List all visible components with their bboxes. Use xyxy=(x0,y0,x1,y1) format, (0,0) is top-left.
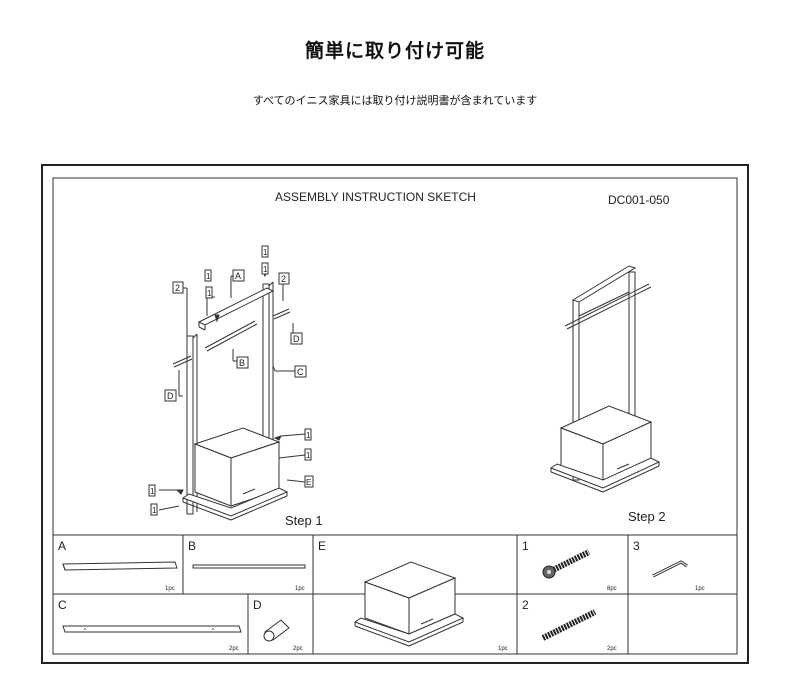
part-c-upright xyxy=(62,625,242,633)
part-e-id: E xyxy=(318,539,326,553)
part-3-cell: 3 1pc xyxy=(633,539,705,592)
inner-frame xyxy=(52,177,738,655)
part-1-id: 1 xyxy=(522,539,529,553)
callout-1-g: 1 xyxy=(150,487,155,496)
sheet-code: DC001-050 xyxy=(608,193,670,207)
part-1-qty: 8pc xyxy=(607,586,617,592)
part-d-cell: D 2pc xyxy=(253,598,303,652)
part-c-id: C xyxy=(58,598,67,612)
callout-c: C xyxy=(297,367,304,377)
callout-d-right: D xyxy=(293,334,300,344)
callout-1-d: 1 xyxy=(263,265,268,274)
page-title: 簡単に取り付け可能 xyxy=(304,40,485,62)
right-upright xyxy=(262,283,270,453)
assembly-drawing: ASSEMBLY INSTRUCTION SKETCH DC001-050 xyxy=(52,177,738,655)
step1-callouts: 2 1 1 A 1 1 2 D B C D 1 1 E xyxy=(148,245,314,516)
part-a-id: A xyxy=(58,539,66,553)
part-b-qty: 1pc xyxy=(295,586,305,592)
part-e-cell: E 1pc xyxy=(318,539,508,652)
part-e-cabinet xyxy=(353,561,465,647)
part-2-id: 2 xyxy=(522,598,529,612)
part-d-cylinder xyxy=(263,619,290,642)
part-a-qty: 1pc xyxy=(165,586,175,592)
step2-assembled-view xyxy=(549,265,661,493)
step1-label: Step 1 xyxy=(285,513,323,528)
callout-1-e: 1 xyxy=(306,431,311,440)
left-upright xyxy=(186,335,194,515)
part-b-cell: B 1pc xyxy=(188,539,306,592)
part-c-qty: 2pc xyxy=(229,646,239,652)
callout-e: E xyxy=(306,478,311,487)
callout-2-right: 2 xyxy=(281,274,286,284)
part-2-cell: 2 2pc xyxy=(522,598,617,652)
callout-1-c: 1 xyxy=(263,248,268,257)
part-e-qty: 1pc xyxy=(498,646,508,652)
callout-1-a: 1 xyxy=(206,272,211,281)
threaded-rod-icon xyxy=(541,609,597,641)
part-a-bar xyxy=(62,561,178,571)
part-3-id: 3 xyxy=(633,539,640,553)
callout-1-b: 1 xyxy=(207,289,212,298)
sheet-title: ASSEMBLY INSTRUCTION SKETCH xyxy=(275,190,476,204)
page-subtitle: すべてのイニス家具には取り付け説明書が含まれています xyxy=(252,94,538,107)
part-3-qty: 1pc xyxy=(695,586,705,592)
part-1-cell: 1 8pc xyxy=(522,539,617,592)
step2-label: Step 2 xyxy=(628,509,666,524)
part-c-cell: C 2pc xyxy=(58,598,242,652)
part-d-qty: 2pc xyxy=(293,646,303,652)
part-b-rod xyxy=(192,564,306,569)
assembly-sheet: ASSEMBLY INSTRUCTION SKETCH DC001-050 xyxy=(41,164,749,664)
bolt-icon xyxy=(542,549,591,579)
callout-2-left: 2 xyxy=(175,283,180,293)
part-b-id: B xyxy=(188,539,196,553)
callout-1-f: 1 xyxy=(306,451,311,460)
part-d-id: D xyxy=(253,598,262,612)
callout-a: A xyxy=(235,271,241,281)
callout-b: B xyxy=(239,358,245,368)
callout-d-left: D xyxy=(167,391,174,401)
step1-exploded-view xyxy=(158,275,306,521)
part-a-cell: A 1pc xyxy=(58,539,178,592)
part-2-qty: 2pc xyxy=(607,646,617,652)
callout-1-h: 1 xyxy=(152,506,157,515)
